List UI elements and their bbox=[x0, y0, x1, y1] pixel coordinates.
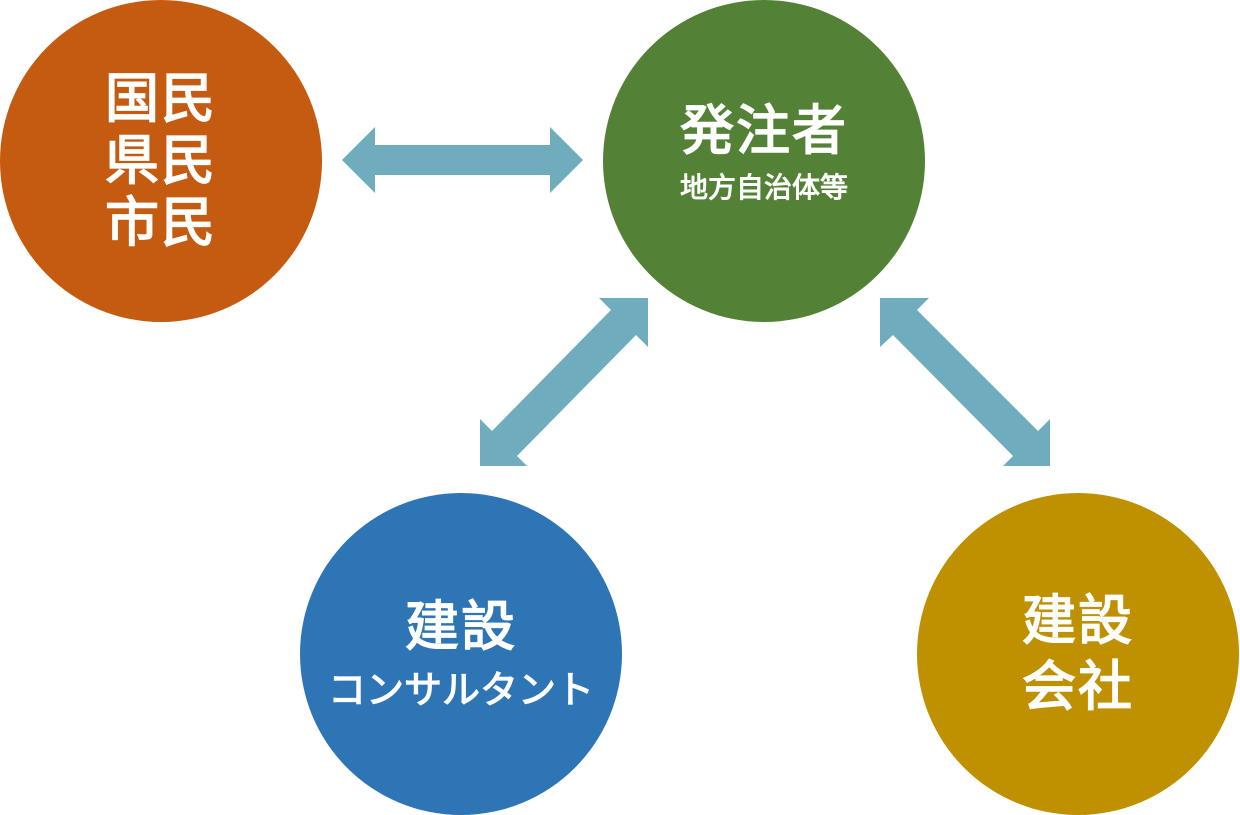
citizens-line-3: 市民 bbox=[105, 191, 217, 254]
consultant-title: 建設 bbox=[405, 595, 517, 658]
client-title: 発注者 bbox=[680, 99, 848, 162]
node-citizens: 国民 県民 市民 bbox=[0, 0, 322, 322]
node-construction-company: 建設 会社 bbox=[917, 493, 1239, 815]
consultant-subtitle: コンサルタント bbox=[327, 668, 594, 712]
company-line-2: 会社 bbox=[1022, 655, 1134, 718]
citizens-line-2: 県民 bbox=[105, 129, 217, 192]
arrow-client-consultant bbox=[480, 298, 648, 466]
node-consultant: 建設 コンサルタント bbox=[300, 493, 622, 815]
client-subtitle: 地方自治体等 bbox=[679, 171, 848, 204]
company-line-1: 建設 bbox=[1022, 589, 1134, 652]
node-client: 発注者 地方自治体等 bbox=[603, 0, 925, 322]
arrow-client-company bbox=[880, 298, 1050, 466]
arrow-public-client bbox=[342, 127, 583, 193]
citizens-line-1: 国民 bbox=[105, 67, 217, 130]
